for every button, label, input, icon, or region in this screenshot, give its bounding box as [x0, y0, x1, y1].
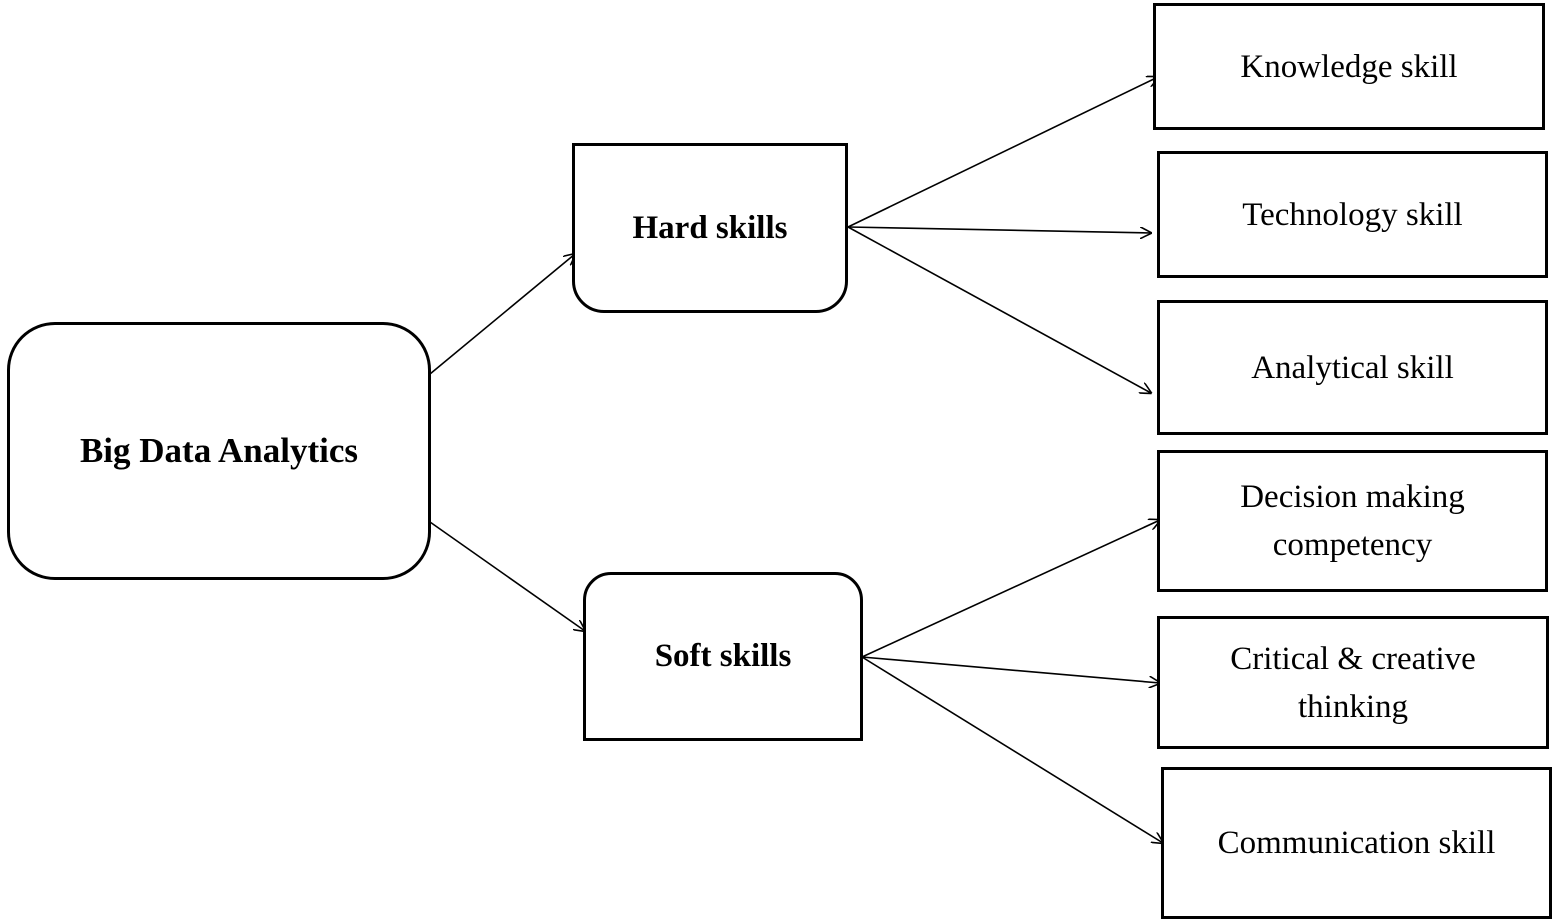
- soft-skills-node: Soft skills: [583, 572, 863, 741]
- arrow-soft-to-communication: [861, 656, 1163, 843]
- arrow-hard-to-analytical: [847, 226, 1151, 393]
- communication-skill-node: Communication skill: [1161, 767, 1552, 919]
- technology-skill-label: Technology skill: [1242, 196, 1463, 233]
- arrow-soft-to-critical: [861, 656, 1160, 683]
- knowledge-skill-node: Knowledge skill: [1153, 3, 1545, 130]
- decision-making-line1: Decision making: [1240, 479, 1465, 515]
- analytical-skill-label: Analytical skill: [1251, 349, 1454, 386]
- arrow-root-to-soft: [429, 521, 585, 631]
- arrow-root-to-hard: [429, 254, 575, 375]
- decision-making-label: Decision making competency: [1240, 473, 1465, 569]
- analytical-skill-node: Analytical skill: [1157, 300, 1548, 435]
- arrow-soft-to-decision: [861, 520, 1160, 658]
- decision-making-line2: competency: [1272, 527, 1433, 563]
- arrow-hard-to-technology: [847, 226, 1151, 233]
- decision-making-node: Decision making competency: [1157, 450, 1548, 592]
- critical-creative-line1: Critical & creative: [1230, 640, 1476, 677]
- critical-creative-line2: thinking: [1297, 688, 1408, 725]
- critical-creative-thinking-node: Critical & creative thinking: [1157, 616, 1549, 749]
- hard-skills-label: Hard skills: [632, 209, 788, 246]
- arrow-hard-to-knowledge: [847, 77, 1158, 228]
- technology-skill-node: Technology skill: [1157, 151, 1548, 278]
- critical-creative-thinking-label: Critical & creative thinking: [1230, 635, 1476, 731]
- big-data-analytics-label: Big Data Analytics: [79, 431, 359, 470]
- knowledge-skill-label: Knowledge skill: [1240, 48, 1458, 85]
- communication-skill-label: Communication skill: [1217, 825, 1496, 861]
- big-data-analytics-node: Big Data Analytics: [7, 322, 431, 580]
- soft-skills-label: Soft skills: [654, 638, 792, 674]
- hard-skills-node: Hard skills: [572, 143, 848, 313]
